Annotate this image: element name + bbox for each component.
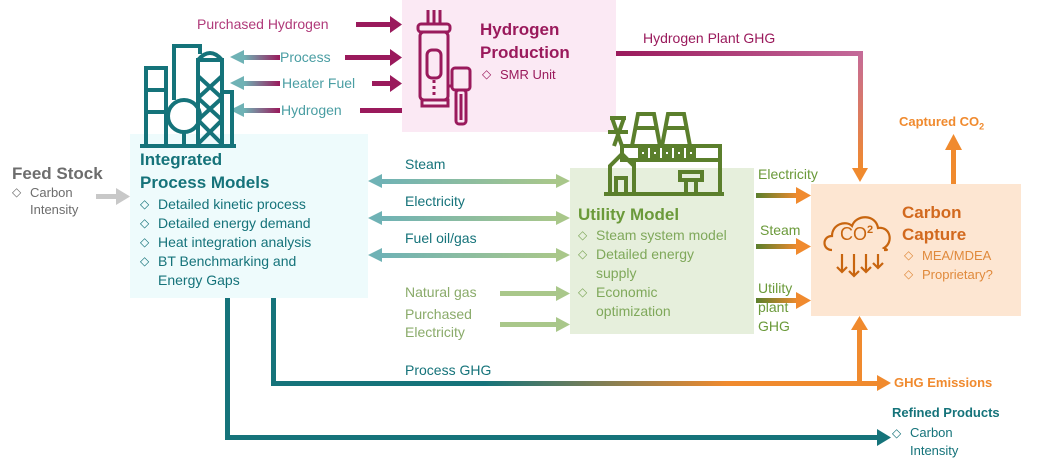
arrow-electricity [368, 211, 570, 225]
hydrogen-production-title-line1: Hydrogen [480, 20, 560, 39]
utility-bullet: Economic optimization [578, 283, 716, 321]
label-fuel-oil-gas: Fuel oil/gas [405, 230, 477, 246]
arrow-process-ghg [271, 298, 891, 391]
co2-icon-label: CO2 [840, 224, 874, 244]
process-models-bullets: Detailed kinetic process Detailed energy… [140, 195, 360, 290]
feed-stock-bullet: Carbon Intensity [12, 184, 102, 218]
label-utility-plant-ghg-1: Utility [758, 280, 793, 296]
refined-bullet: Carbon Intensity [892, 424, 982, 460]
label-utility-plant-ghg-2: plant [758, 299, 789, 315]
carbon-capture-title-line2: Capture [902, 225, 967, 244]
arrow-hydrogen-plant-ghg [616, 51, 868, 182]
label-natural-gas: Natural gas [405, 284, 477, 300]
label-steam: Steam [405, 156, 446, 172]
feed-stock-title: Feed Stock [12, 164, 103, 183]
process-bullet: Heat integration analysis [140, 233, 360, 252]
utility-bullet: Detailed energy supply [578, 245, 716, 283]
smr-reactor-icon [416, 10, 472, 126]
process-bullet: Detailed energy demand [140, 214, 360, 233]
hydrogen-bullet: SMR Unit [482, 65, 556, 84]
label-util-electricity: Electricity [758, 166, 818, 182]
utility-model-title: Utility Model [578, 205, 680, 224]
arrow-process [230, 49, 402, 66]
label-purchased-electricity-1: Purchased [405, 306, 472, 322]
arrow-captured-co2 [945, 134, 962, 184]
arrow-refined-products [225, 298, 891, 446]
process-models-title-line2: Process Models [140, 173, 270, 192]
arrow-hydrogen [230, 103, 402, 117]
capture-bullet: Proprietary? [904, 265, 993, 284]
label-utility-plant-ghg-3: GHG [758, 318, 790, 334]
refined-products-bullets: Carbon Intensity [892, 424, 982, 460]
arrow-steam [368, 174, 570, 188]
label-heater-fuel: Heater Fuel [282, 75, 356, 91]
label-process-ghg: Process GHG [405, 362, 492, 378]
label-hydrogen-plant-ghg: Hydrogen Plant GHG [643, 30, 776, 46]
arrow-utility-plant-ghg [756, 292, 811, 309]
hydrogen-production-bullets: SMR Unit [482, 65, 556, 84]
label-purchased-electricity-2: Electricity [405, 324, 465, 340]
arrow-purchased-electricity [500, 317, 570, 332]
label-util-steam: Steam [760, 222, 801, 238]
arrow-util-steam [756, 238, 811, 255]
label-hydrogen: Hydrogen [281, 102, 342, 118]
label-purchased-hydrogen: Purchased Hydrogen [197, 16, 329, 32]
arrow-natural-gas [500, 286, 570, 301]
label-ghg-emissions: GHG Emissions [894, 375, 993, 390]
arrow-util-electricity [756, 187, 811, 204]
hydrogen-production-title-line2: Production [480, 43, 570, 62]
co2-cloud-icon [823, 216, 891, 278]
label-process: Process [280, 49, 331, 65]
label-electricity: Electricity [405, 193, 465, 209]
utility-bullet: Steam system model [578, 226, 754, 245]
arrow-fuel-oil-gas [368, 248, 570, 262]
process-bullet: BT Benchmarking and Energy Gaps [140, 252, 328, 290]
carbon-capture-title-line1: Carbon [902, 203, 962, 222]
refinery-icon [140, 44, 236, 148]
capture-bullet: MEA/MDEA [904, 246, 993, 265]
refined-products-title: Refined Products [892, 405, 1000, 420]
utility-model-bullets: Steam system model Detailed energy suppl… [578, 226, 754, 321]
process-bullet: Detailed kinetic process [140, 195, 360, 214]
arrow-feed-stock [96, 188, 130, 205]
arrow-purchased-hydrogen [356, 16, 402, 33]
feed-stock-bullets: Carbon Intensity [12, 184, 102, 218]
arrow-heater-fuel [230, 75, 402, 92]
label-captured-co2: Captured CO2 [899, 114, 985, 132]
process-models-title-line1: Integrated [140, 150, 223, 169]
power-plant-icon [604, 112, 724, 196]
carbon-capture-bullets: MEA/MDEA Proprietary? [904, 246, 993, 284]
